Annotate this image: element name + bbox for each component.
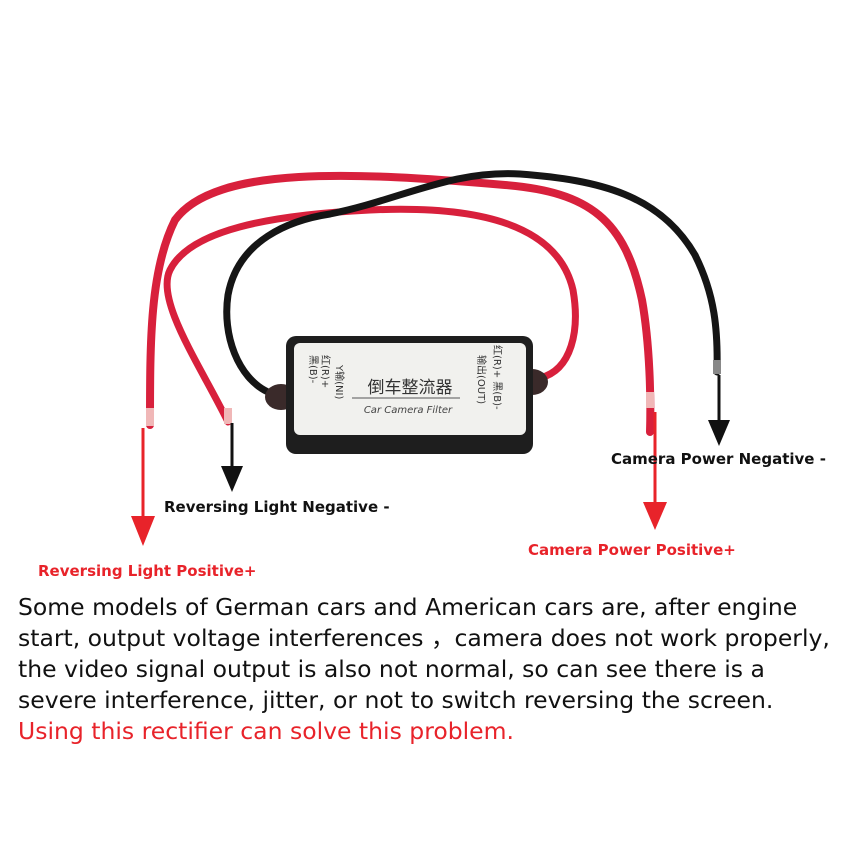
red-wire-end-left	[146, 408, 154, 426]
arrow-camera-negative	[708, 375, 730, 446]
device-label-area	[294, 343, 526, 435]
device-left-label-2: 红(R)+	[319, 355, 332, 388]
device-right-label-2: 红(R)+ 黑(B)-	[491, 345, 504, 410]
label-reversing-negative: Reversing Light Negative -	[164, 498, 390, 516]
label-camera-negative: Camera Power Negative -	[611, 450, 826, 468]
label-reversing-positive: Reversing Light Positive+	[38, 562, 257, 580]
device-left-label-3: Y输(NI)	[333, 364, 346, 399]
red-wire-device-right	[163, 205, 579, 426]
device-right-label-1: 输出(OUT)	[475, 355, 488, 404]
description: Some models of German cars and American …	[18, 592, 838, 747]
device-title-cn: 倒车整流器	[368, 378, 453, 398]
description-paragraph: Some models of German cars and American …	[18, 592, 838, 747]
device-title-en: Car Camera Filter	[364, 405, 453, 416]
red-wire-end-left-2	[224, 408, 232, 424]
black-wire-end-right	[713, 360, 721, 374]
red-wire-end-right	[646, 392, 654, 408]
arrow-reversing-positive	[131, 428, 155, 546]
black-wire	[223, 170, 721, 396]
arrow-camera-positive	[643, 412, 667, 530]
device-left-label-1: 黑(B)-	[307, 355, 319, 384]
description-main: Some models of German cars and American …	[18, 593, 830, 714]
label-camera-positive: Camera Power Positive+	[528, 541, 736, 559]
description-highlight: Using this rectifier can solve this prob…	[18, 717, 514, 745]
arrow-reversing-negative	[221, 423, 243, 492]
